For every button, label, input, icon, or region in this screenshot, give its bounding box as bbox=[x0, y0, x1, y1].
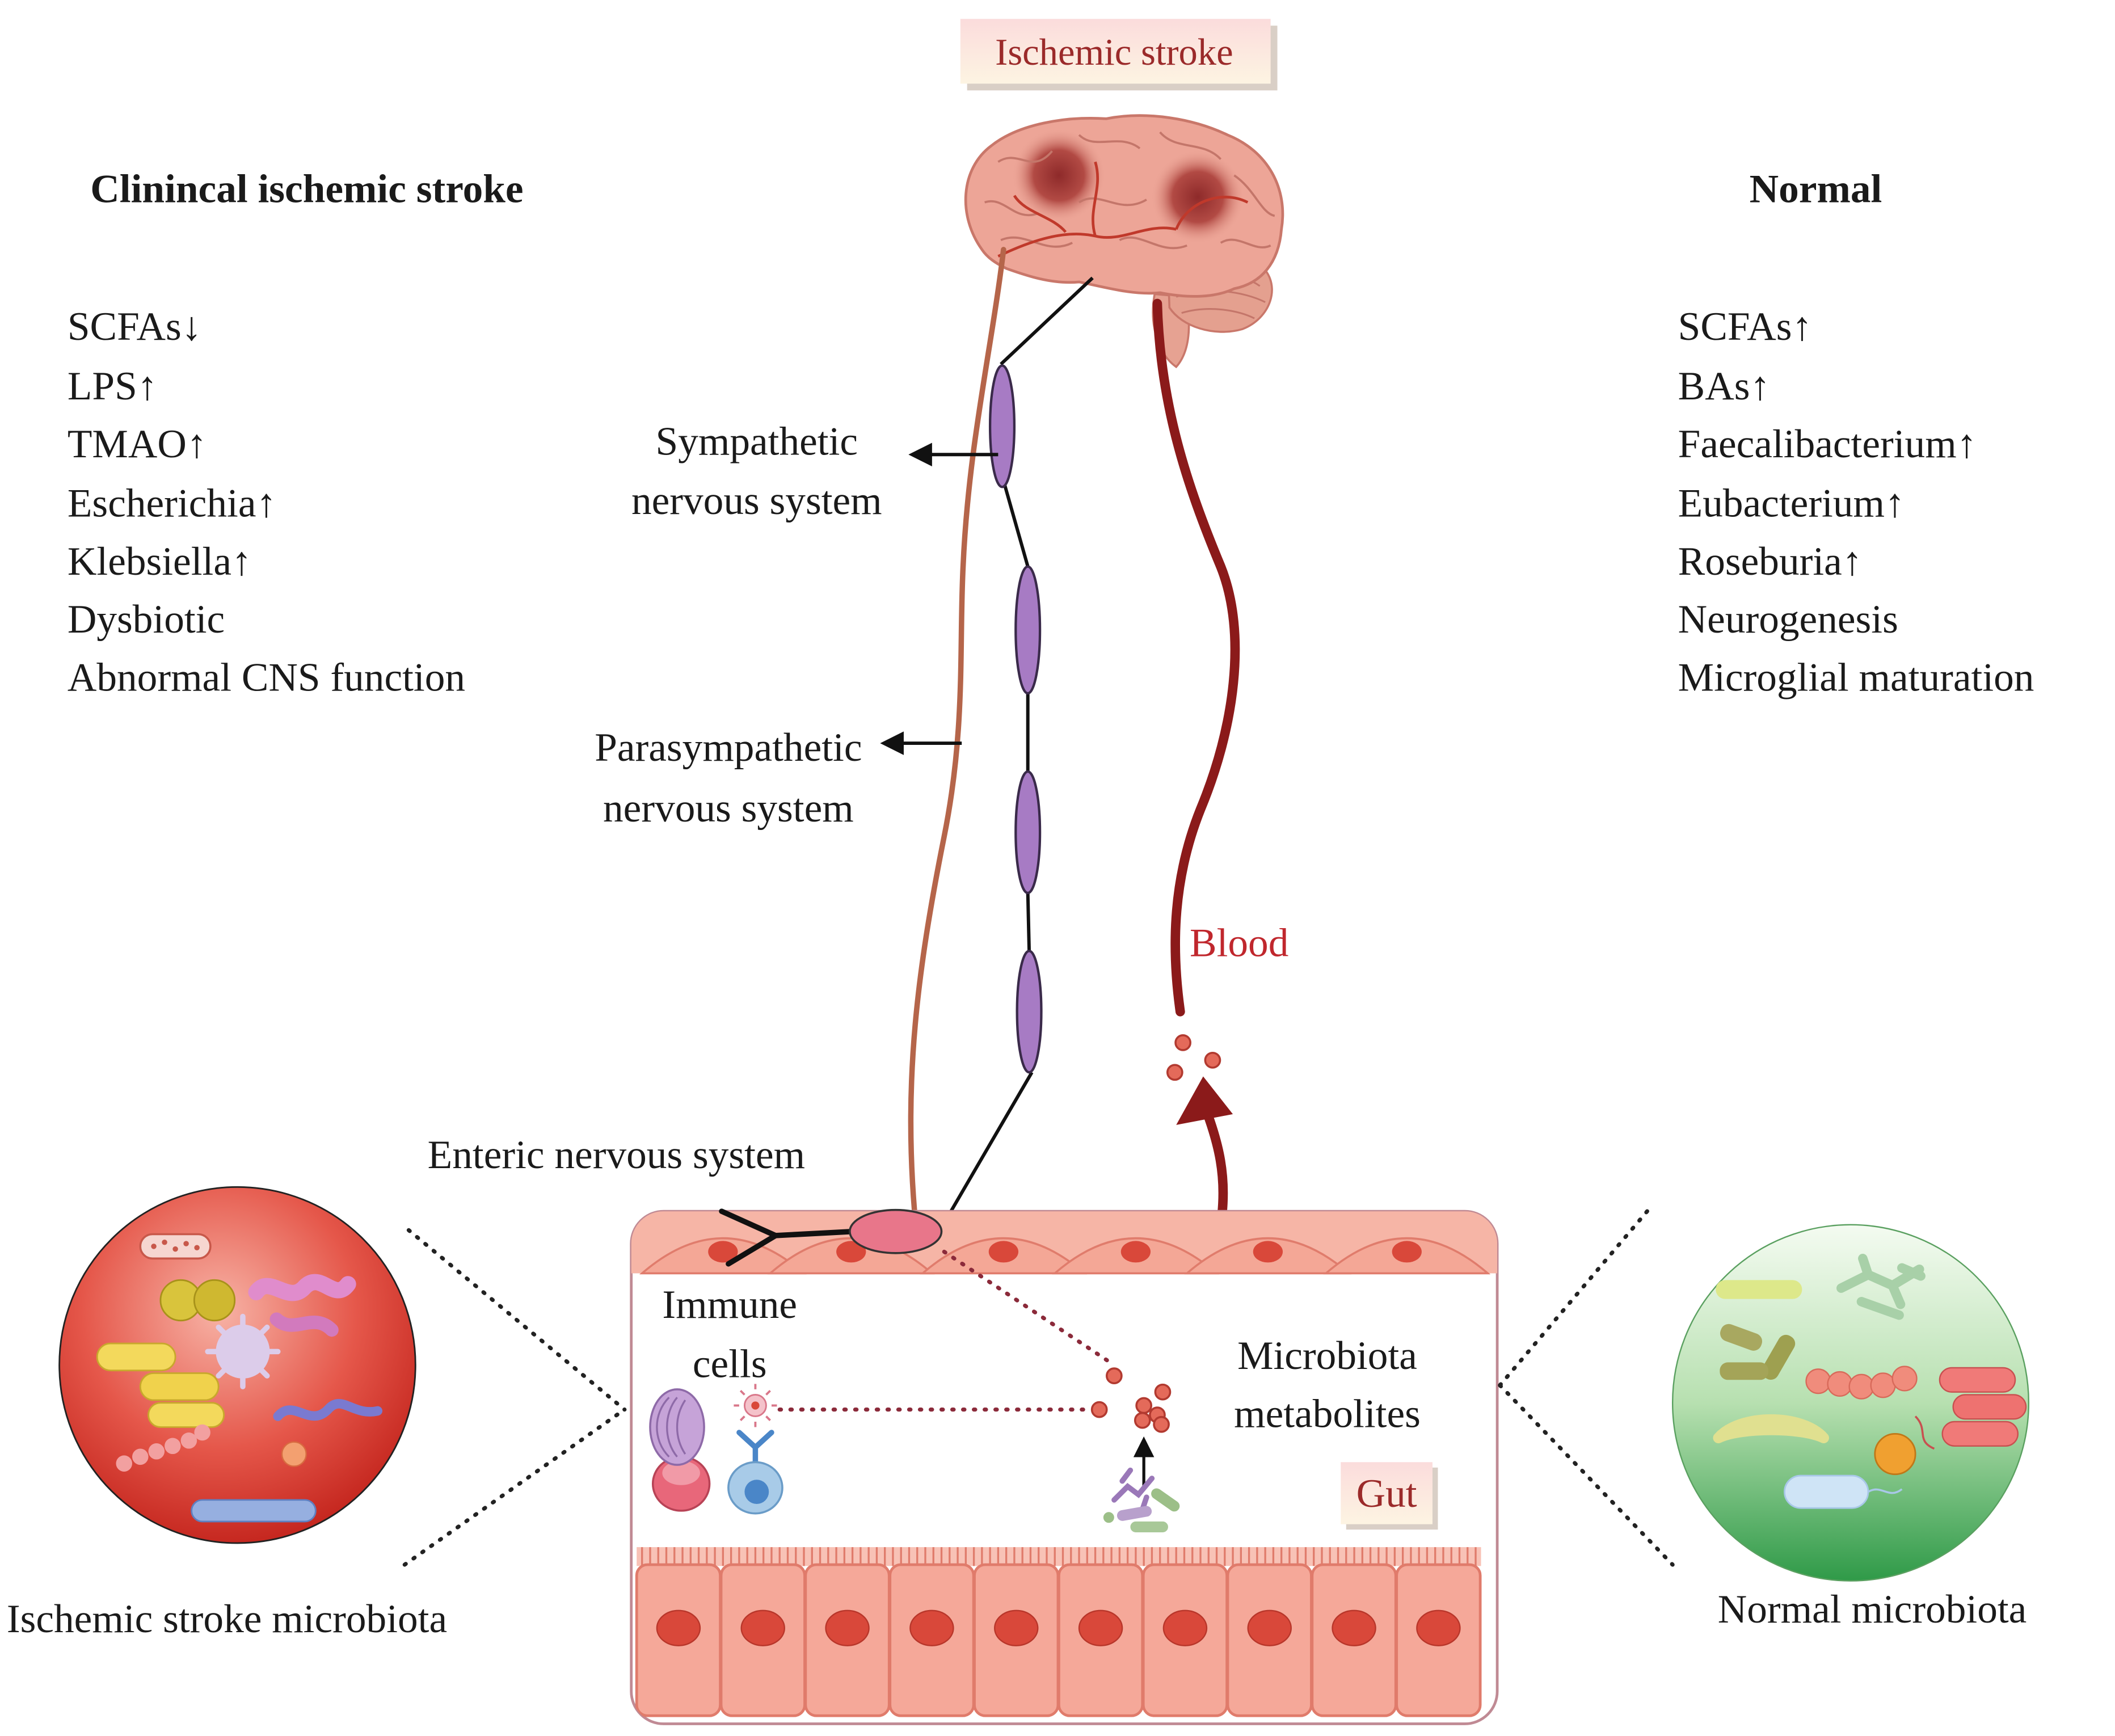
parasympathetic-label-line2: nervous system bbox=[603, 786, 854, 831]
list-item: Eubacterium↑ bbox=[1678, 481, 1905, 526]
brain-illustration bbox=[964, 114, 1284, 369]
list-item: SCFAs↑ bbox=[1678, 304, 1813, 349]
smooth-muscle-nuclei bbox=[708, 1241, 1422, 1263]
list-item: Abnormal CNS function bbox=[68, 655, 465, 700]
ganglion-node bbox=[988, 364, 1016, 488]
blood-metabolite-dots bbox=[1166, 1034, 1221, 1081]
right-panel-heading: Normal bbox=[1750, 167, 1882, 212]
enteric-neuron-fork bbox=[719, 1208, 856, 1267]
enteric-label: Enteric nervous system bbox=[428, 1132, 805, 1177]
metabolite-dots bbox=[1090, 1367, 1172, 1433]
gut-label: Gut bbox=[1356, 1471, 1417, 1516]
list-item: Dysbiotic bbox=[68, 597, 225, 642]
ganglion-nodes bbox=[988, 364, 1043, 1074]
parasympathetic-label-line1: Parasympathetic bbox=[595, 725, 862, 770]
epithelial-nuclei bbox=[656, 1609, 1461, 1646]
list-item: Escherichia↑ bbox=[68, 481, 276, 526]
stroke-microbiota-connector bbox=[402, 1228, 627, 1567]
blood-vessel-line bbox=[1152, 298, 1240, 1017]
metabolites-label-line1: Microbiota bbox=[1237, 1333, 1417, 1378]
gut-microbe-cluster bbox=[1103, 1467, 1180, 1532]
list-item: Klebsiella↑ bbox=[68, 539, 252, 584]
gut-compartment: Immune cells bbox=[630, 1208, 1499, 1725]
list-item: Microglial maturation bbox=[1678, 655, 2034, 700]
list-item: LPS↑ bbox=[68, 364, 158, 408]
immune-cells-illustration bbox=[649, 1384, 783, 1515]
list-item: BAs↑ bbox=[1678, 364, 1770, 408]
ens-signal-dotted-line bbox=[942, 1249, 1117, 1367]
list-item: Roseburia↑ bbox=[1678, 539, 1863, 584]
blood-label: Blood bbox=[1190, 921, 1288, 966]
vagus-nerve-line bbox=[908, 247, 1006, 1214]
right-panel-list: SCFAs↑ BAs↑ Faecalibacterium↑ Eubacteriu… bbox=[1678, 304, 2034, 700]
list-item: Neurogenesis bbox=[1678, 597, 1898, 642]
title-label: Ischemic stroke bbox=[995, 32, 1233, 73]
immune-label-line1: Immune bbox=[662, 1282, 797, 1327]
sympathetic-label-line1: Sympathetic bbox=[656, 419, 858, 464]
ganglion-node bbox=[1014, 770, 1042, 895]
normal-microbiota-circle bbox=[1671, 1224, 2030, 1582]
immune-label-line2: cells bbox=[693, 1342, 767, 1387]
normal-microbiota-connector bbox=[1498, 1208, 1675, 1567]
stroke-microbiota-caption: Ischemic stroke microbiota bbox=[7, 1596, 447, 1641]
left-panel-list: SCFAs↓ LPS↑ TMAO↑ Escherichia↑ Klebsiell… bbox=[68, 304, 465, 700]
sympathetic-chain bbox=[949, 276, 1094, 1212]
left-panel-heading: Clinincal ischemic stroke bbox=[90, 167, 523, 212]
title-box: Ischemic stroke bbox=[960, 19, 1278, 91]
list-item: TMAO↑ bbox=[68, 422, 207, 466]
sympathetic-label-line2: nervous system bbox=[631, 478, 882, 523]
list-item: SCFAs↓ bbox=[68, 304, 202, 349]
ganglion-node bbox=[1014, 565, 1042, 695]
stroke-microbiota-circle bbox=[58, 1186, 416, 1544]
brush-border bbox=[637, 1547, 1481, 1566]
gut-label-box: Gut bbox=[1341, 1462, 1438, 1530]
ganglion-node bbox=[1016, 950, 1043, 1074]
normal-microbiota-caption: Normal microbiota bbox=[1718, 1587, 2027, 1632]
enteric-neuron-node bbox=[849, 1208, 943, 1254]
list-item: Faecalibacterium↑ bbox=[1678, 422, 1977, 466]
metabolites-label-line2: metabolites bbox=[1234, 1391, 1421, 1436]
